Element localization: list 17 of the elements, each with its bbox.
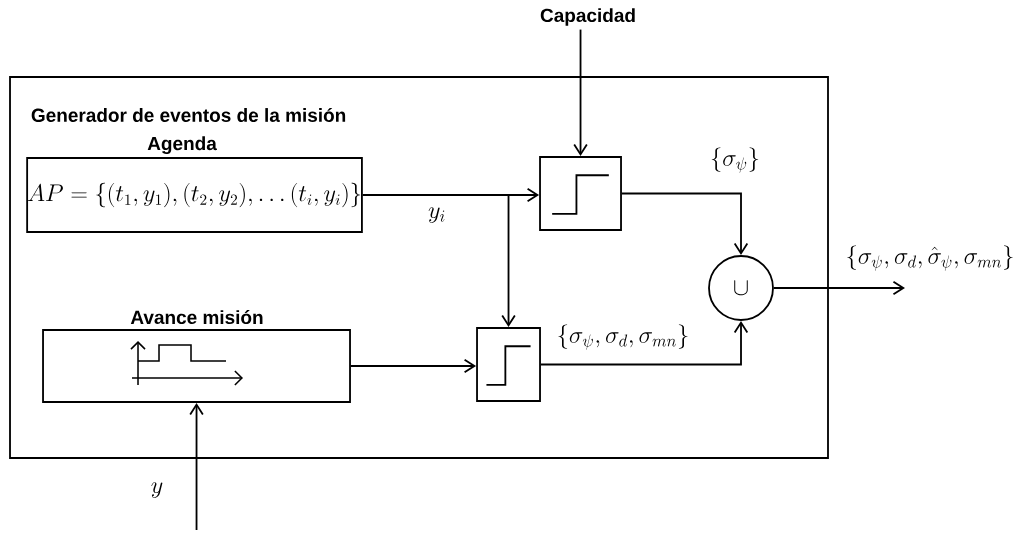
arrow [573,28,588,157]
arrow [621,192,749,256]
arrow [540,320,749,366]
arrow [773,280,905,296]
edge-label: $\left\{\sigma_\psi,\sigma_d,\hat{\sigma}_\psi,\sigma_{mn}\right\}$ [844,244,1016,272]
edge-label: $y_i$ [426,206,448,224]
edge-label: $\left\{\sigma_\psi\right\}$ [708,146,762,174]
arrow [189,402,204,531]
edge-label: $y$ [149,481,165,499]
edge-label: $\left\{\sigma_\psi,\sigma_d,\sigma_{mn}\right\}$ [555,323,691,351]
heading: Avance misión [130,310,263,325]
agenda-box: $AP=\left\{(t_1,y_1),(t_2,y_2),\ldots(t_i,y_i)\right\}$ [26,157,363,233]
heading: Agenda [147,136,217,155]
heading: Generador de eventos de la misión [31,107,346,122]
arrow [350,358,477,374]
arrow [361,194,516,328]
input-label: Capacidad [540,8,635,26]
